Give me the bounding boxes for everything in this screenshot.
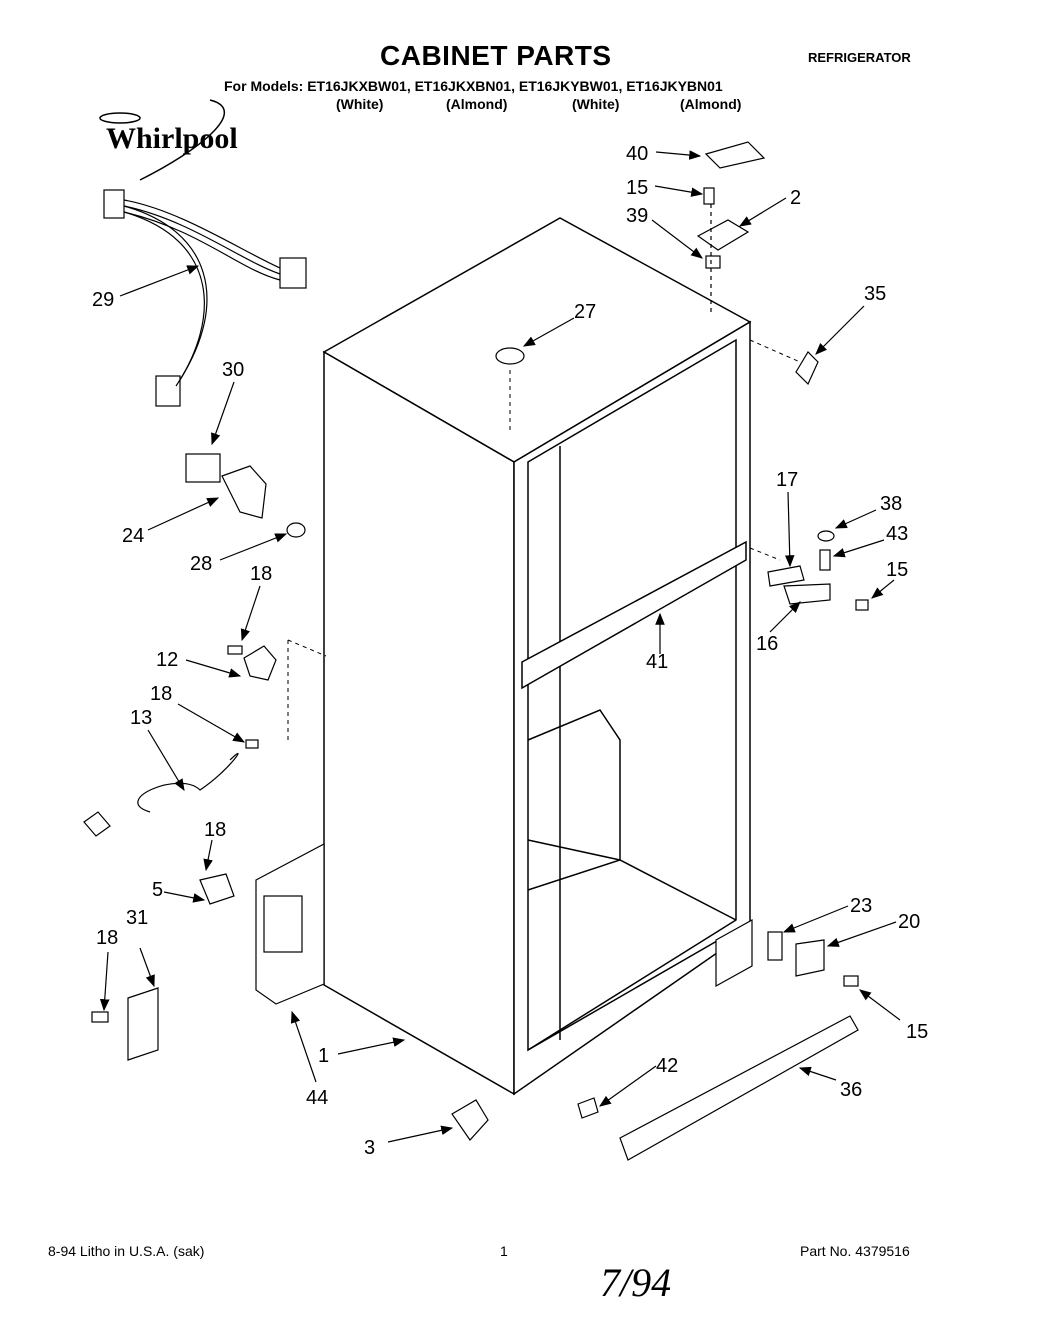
callout-16: 16: [756, 633, 778, 655]
callout-40: 40: [626, 143, 648, 165]
callout-23: 23: [850, 895, 872, 917]
callout-39: 39: [626, 205, 648, 227]
whirlpool-logo: Whirlpool: [99, 99, 238, 181]
callout-38: 38: [880, 493, 902, 515]
callout-18-a: 18: [250, 563, 272, 585]
callout-31: 31: [126, 907, 148, 929]
callout-18-b: 18: [150, 683, 172, 705]
appliance-category: REFRIGERATOR: [808, 50, 911, 65]
model-color-3: (White): [572, 96, 620, 112]
callout-13: 13: [130, 707, 152, 729]
callout-24: 24: [122, 525, 144, 547]
callout-36: 36: [840, 1079, 862, 1101]
callout-27: 27: [574, 301, 596, 323]
small-parts: [83, 347, 869, 1161]
wiring-harness: [103, 189, 307, 407]
callout-arrows: [99, 150, 901, 1143]
footer-litho: 8-94 Litho in U.S.A. (sak): [48, 1243, 205, 1259]
callout-20: 20: [898, 911, 920, 933]
callout-44: 44: [306, 1087, 328, 1109]
callout-35: 35: [864, 283, 886, 305]
callout-18-c: 18: [204, 819, 226, 841]
page-title: CABINET PARTS: [380, 40, 612, 71]
callout-1: 1: [318, 1045, 329, 1067]
callout-41: 41: [646, 651, 668, 673]
footer-page-number: 1: [500, 1243, 508, 1259]
footer-part-number: Part No. 4379516: [800, 1243, 910, 1259]
callout-29: 29: [92, 289, 114, 311]
callout-28: 28: [190, 553, 212, 575]
model-color-2: (Almond): [446, 96, 508, 112]
callout-18-d: 18: [96, 927, 118, 949]
callout-3: 3: [364, 1137, 375, 1159]
dashed-guides: [287, 339, 801, 740]
models-line: For Models: ET16JKXBW01, ET16JKXBN01, ET…: [224, 78, 723, 94]
top-hinge-assembly: [696, 141, 766, 312]
callout-15-top: 15: [626, 177, 648, 199]
callout-42: 42: [656, 1055, 678, 1077]
cabinet-body: [322, 217, 752, 1096]
handwritten-date: 7/94: [600, 1260, 671, 1305]
logo-wordmark: Whirlpool: [106, 122, 238, 155]
model-color-1: (White): [336, 96, 384, 112]
callout-2: 2: [790, 187, 801, 209]
callout-numbers: 40 15 2 39 35 27 29 30 24 28 18 12 18 13…: [92, 143, 928, 1159]
callout-30: 30: [222, 359, 244, 381]
callout-15-bottom: 15: [906, 1021, 928, 1043]
callout-43: 43: [886, 523, 908, 545]
callout-5: 5: [152, 879, 163, 901]
callout-15-mid: 15: [886, 559, 908, 581]
callout-12: 12: [156, 649, 178, 671]
model-color-4: (Almond): [680, 96, 742, 112]
callout-17: 17: [776, 469, 798, 491]
